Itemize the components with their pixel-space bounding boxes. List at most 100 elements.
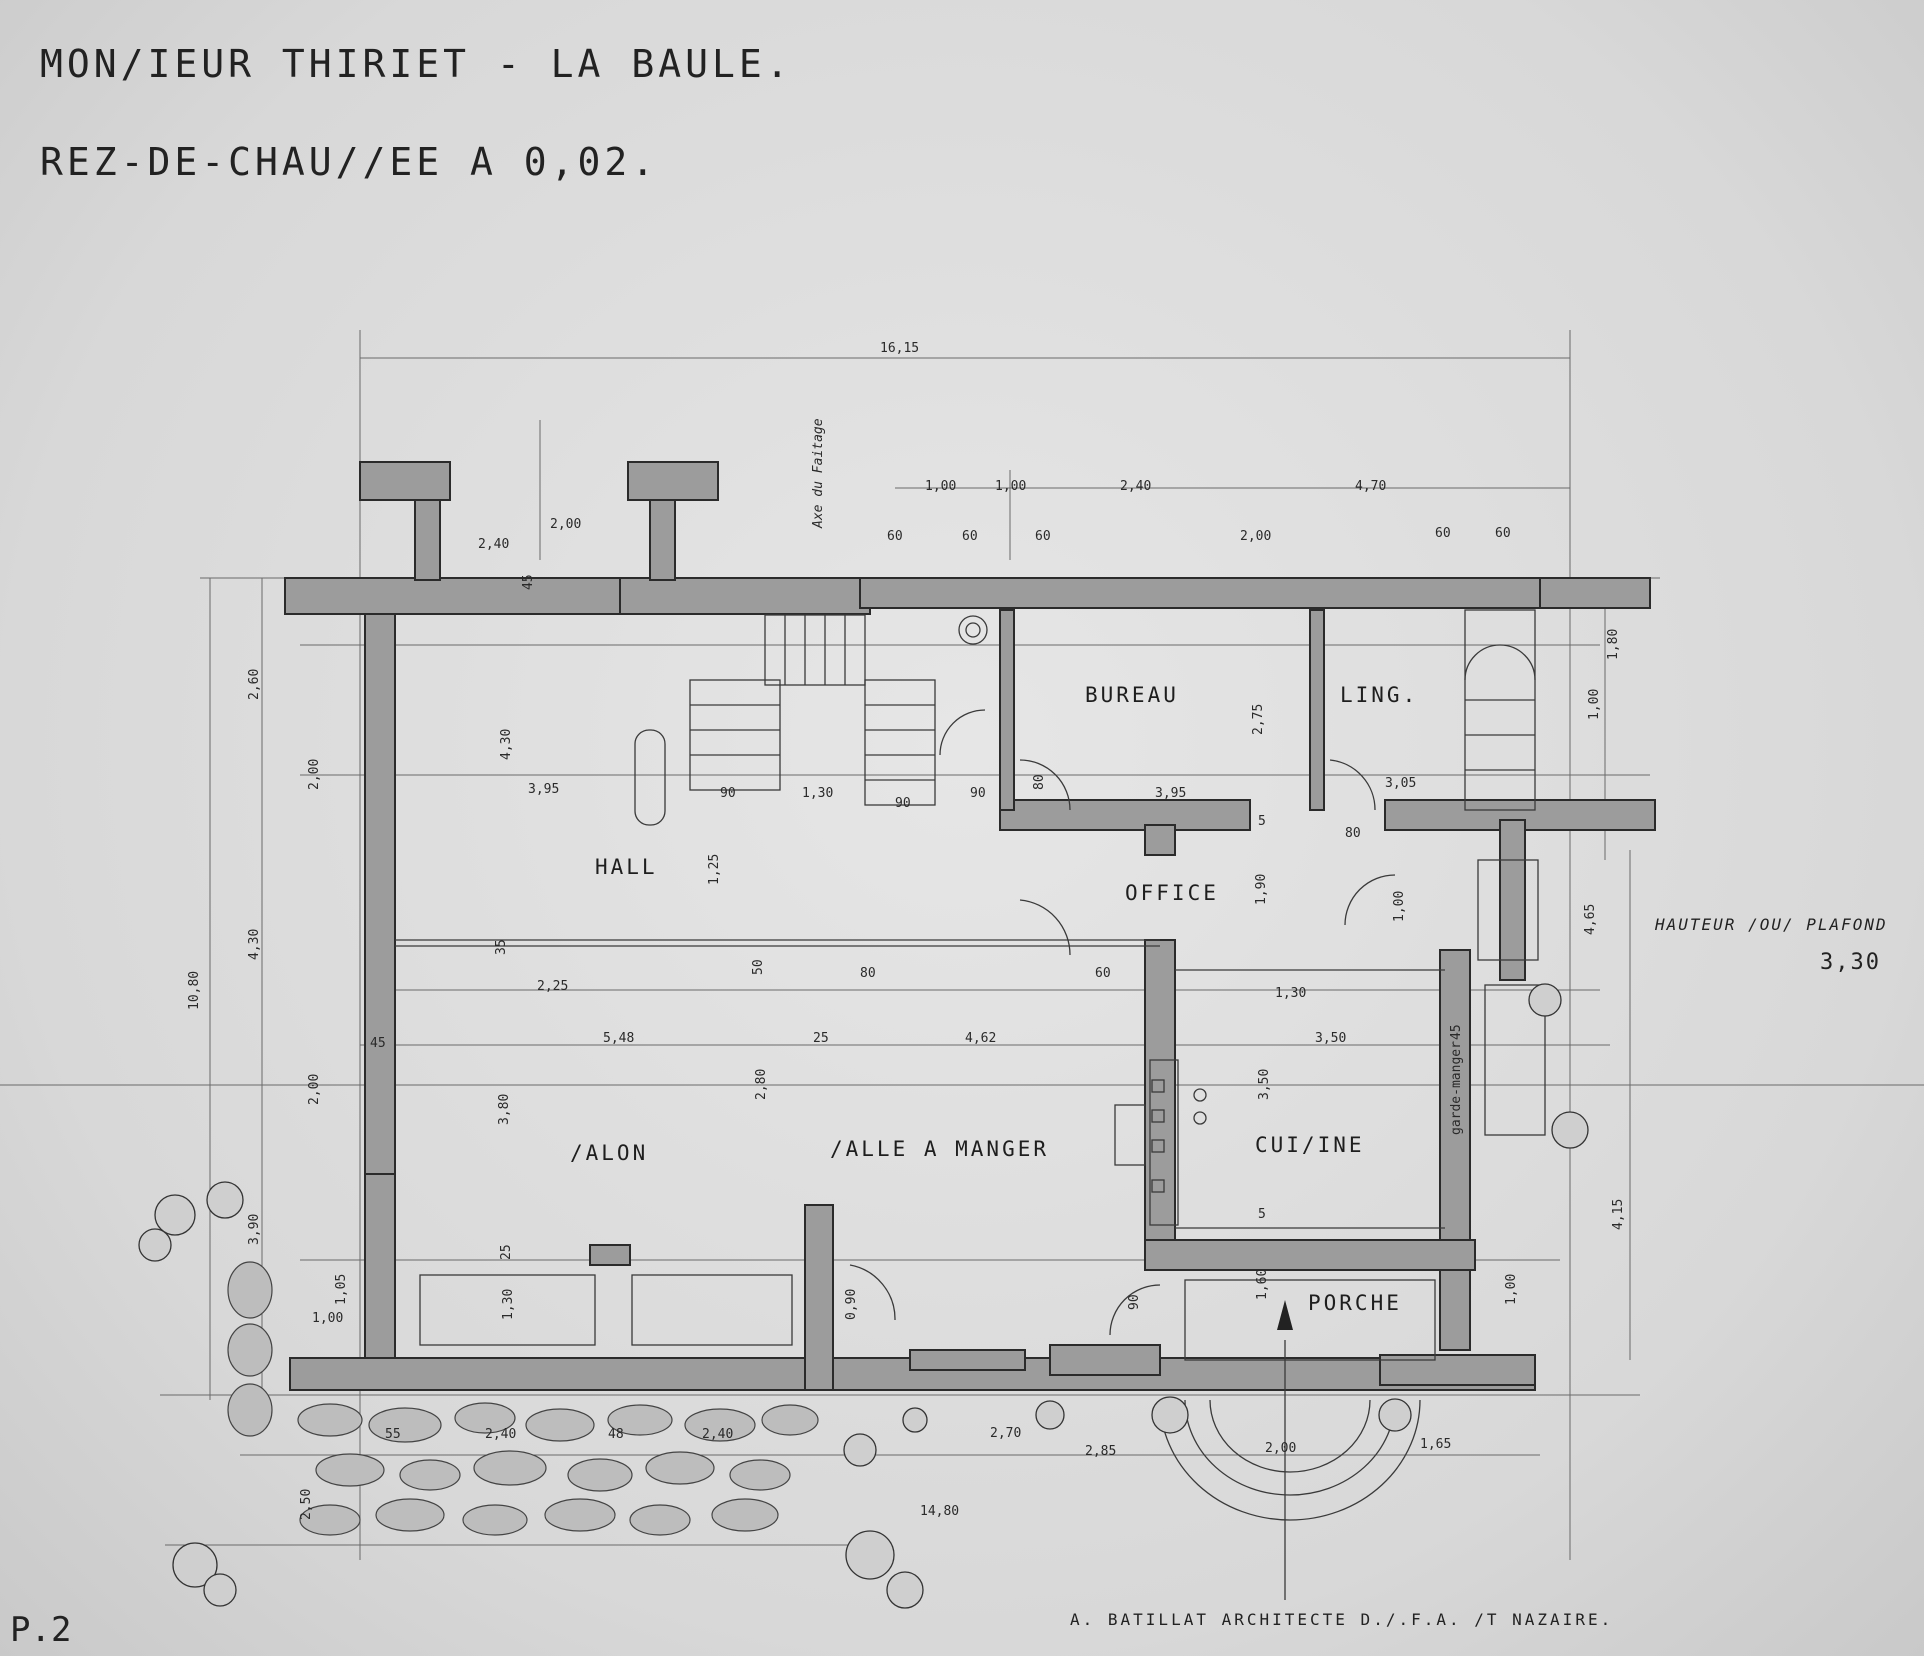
- dim: 1,90: [1254, 874, 1269, 905]
- dim: 4,30: [247, 929, 262, 960]
- main-staircase: [634, 614, 936, 826]
- dim: 1,30: [501, 1289, 516, 1320]
- dim: 1,30: [1275, 986, 1306, 1001]
- dim: 1,65: [1420, 1437, 1451, 1452]
- dim: 2,75: [1251, 704, 1266, 735]
- dim: 2,60: [247, 669, 262, 700]
- dim: 16,15: [880, 341, 919, 356]
- dim: 1,00: [1587, 689, 1602, 720]
- dim: 25: [499, 1244, 514, 1260]
- label-garde-manger: garde-manger: [1449, 1041, 1464, 1135]
- dim: 45: [370, 1036, 386, 1051]
- dim: 3,95: [528, 782, 559, 797]
- dim: 3,05: [1385, 776, 1416, 791]
- dim: 2,70: [990, 1426, 1021, 1441]
- dim: 45: [521, 574, 536, 590]
- dim: 2,50: [299, 1489, 314, 1520]
- room-salon: /ALON: [570, 1141, 648, 1165]
- dim: 2,00: [307, 1074, 322, 1105]
- planting: [138, 983, 1589, 1609]
- dim: 80: [1345, 826, 1361, 841]
- dim: 1,00: [1392, 891, 1407, 922]
- dim: 3,90: [247, 1214, 262, 1245]
- door-swings: [849, 615, 1396, 1336]
- axe-du-faitage: Axe du Faitage: [811, 418, 826, 529]
- dim: 80: [860, 966, 876, 981]
- dim: 14,80: [920, 1504, 959, 1519]
- room-bureau: BUREAU: [1085, 683, 1179, 707]
- service-staircase: [1464, 609, 1546, 1136]
- dim: 1,00: [1504, 1274, 1519, 1305]
- dim: 60: [1035, 529, 1051, 544]
- dim: 90: [970, 786, 986, 801]
- dim: 60: [887, 529, 903, 544]
- dim: 1,05: [334, 1274, 349, 1305]
- dim: 55: [385, 1427, 401, 1442]
- dim: 0,90: [844, 1289, 859, 1320]
- dim: 2,00: [550, 517, 581, 532]
- dim: 2,40: [485, 1427, 516, 1442]
- dim: 4,62: [965, 1031, 996, 1046]
- partitions: [395, 939, 1445, 1361]
- dim: 2,40: [478, 537, 509, 552]
- dim: 1,80: [1606, 629, 1621, 660]
- dim: 45: [1449, 1024, 1464, 1040]
- dim: 2,00: [1265, 1441, 1296, 1456]
- dim: 3,50: [1257, 1069, 1272, 1100]
- dim: 5: [1258, 1207, 1266, 1222]
- dim: 1,00: [312, 1311, 343, 1326]
- room-salle-a-manger: /ALLE A MANGER: [830, 1137, 1049, 1161]
- dimension-labels: 16,15 10,80 14,80 1,00 1,00 2,40 4,70 2,…: [187, 341, 1626, 1520]
- dim: 60: [1495, 526, 1511, 541]
- entry-arrow: [1277, 1300, 1293, 1600]
- dim: 90: [720, 786, 736, 801]
- dim: 35: [494, 939, 509, 955]
- stone-terrace: [227, 1261, 819, 1536]
- dim: 4,65: [1583, 904, 1598, 935]
- dim: 50: [751, 959, 766, 975]
- room-cuisine: CUI/INE: [1255, 1133, 1365, 1157]
- dim: 2,00: [1240, 529, 1271, 544]
- dim: 25: [813, 1031, 829, 1046]
- level-title: REZ-DE-CHAU//EE A 0,02.: [40, 140, 659, 184]
- architect-signature: A. BATILLAT ARCHITECTE D./.F.A. /T NAZAI…: [1070, 1610, 1614, 1629]
- client-title: MON/IEUR THIRIET - LA BAULE.: [40, 42, 793, 86]
- dim: 2,80: [754, 1069, 769, 1100]
- dim: 60: [962, 529, 978, 544]
- dim: 5: [1258, 814, 1266, 829]
- ceiling-height-value: 3,30: [1820, 950, 1881, 975]
- dim: 1,25: [707, 854, 722, 885]
- dim: 1,30: [802, 786, 833, 801]
- dim: 90: [1127, 1294, 1142, 1310]
- dim: 4,70: [1355, 479, 1386, 494]
- dim: 90: [895, 796, 911, 811]
- room-hall: HALL: [595, 855, 658, 879]
- dim: 2,85: [1085, 1444, 1116, 1459]
- ceiling-height-label: HAUTEUR /OU/ PLAFOND: [1655, 915, 1888, 934]
- dim: 2,40: [702, 1427, 733, 1442]
- dim: 2,25: [537, 979, 568, 994]
- dim: 48: [608, 1427, 624, 1442]
- dim: 60: [1435, 526, 1451, 541]
- dim: 2,00: [307, 759, 322, 790]
- dim: 3,80: [497, 1094, 512, 1125]
- dim: 1,00: [995, 479, 1026, 494]
- dim: 1,60: [1255, 1269, 1270, 1300]
- kitchen-range: [1114, 1059, 1207, 1226]
- dim: 3,95: [1155, 786, 1186, 801]
- dim: 5,48: [603, 1031, 634, 1046]
- room-ling: LING.: [1340, 683, 1418, 707]
- dim: 60: [1095, 966, 1111, 981]
- dim: 4,30: [499, 729, 514, 760]
- walls: [284, 461, 1656, 1391]
- dim: 3,50: [1315, 1031, 1346, 1046]
- room-office: OFFICE: [1125, 881, 1219, 905]
- dim: 80: [1032, 774, 1047, 790]
- dim: 4,15: [1611, 1199, 1626, 1230]
- room-porche: PORCHE: [1308, 1291, 1402, 1315]
- porch-steps: [1159, 1399, 1421, 1521]
- dim: 1,00: [925, 479, 956, 494]
- dim: 10,80: [187, 971, 202, 1010]
- sheet-number: P.2: [10, 1610, 72, 1650]
